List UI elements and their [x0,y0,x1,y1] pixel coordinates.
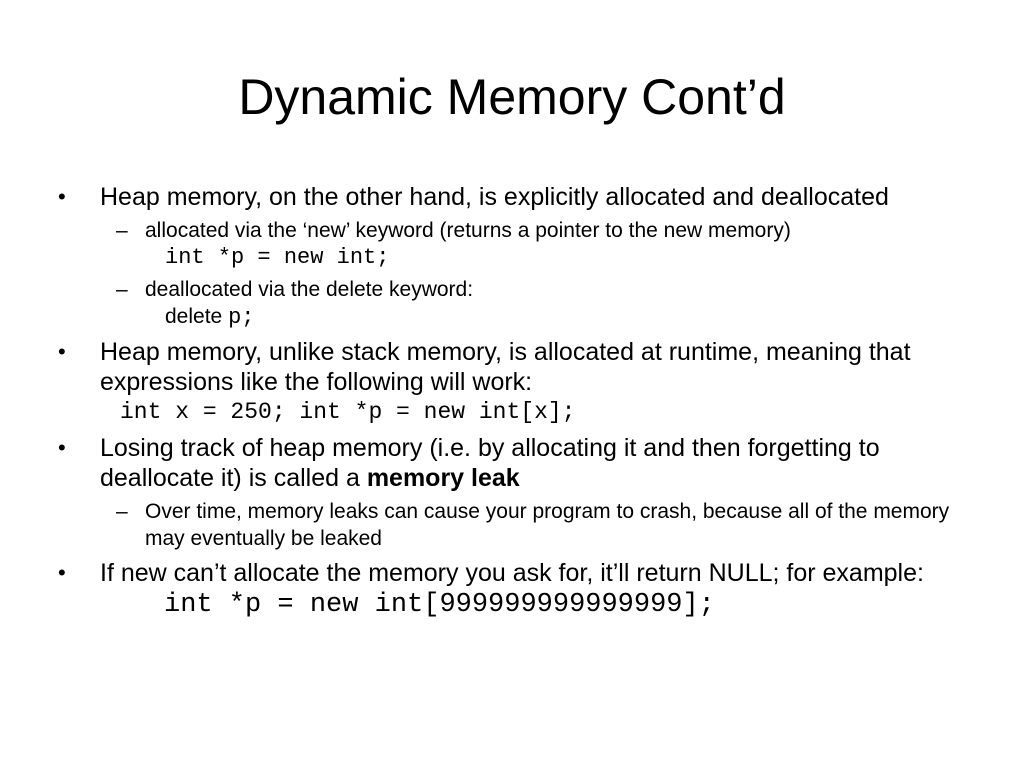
bullet-icon: • [58,435,66,460]
bullet-text: If new can’t allocate the memory you ask… [100,559,924,587]
bullet-item: • Heap memory, on the other hand, is exp… [56,182,976,212]
code-snippet: int x = 250; int *p = new int[x]; [120,399,576,425]
code-keyword: delete [165,305,229,328]
sub-bullet-item: – deallocated via the delete keyword: de… [56,276,976,331]
bullet-item: • If new can’t allocate the memory you a… [56,558,976,622]
code-snippet: int *p = new int[999999999999999]; [164,590,715,620]
code-snippet: int *p = new int; [165,245,390,270]
sub-bullet-item: – Over time, memory leaks can cause your… [56,498,976,552]
bullet-icon: • [58,184,66,209]
dash-icon: – [116,219,128,242]
code-variable: p; [228,305,255,330]
sub-bullet-text: allocated via the ‘new’ keyword (returns… [145,219,791,242]
bold-term: memory leak [366,464,520,492]
dash-icon: – [116,278,128,301]
bullet-item: • Heap memory, unlike stack memory, is a… [56,337,976,427]
bullet-text: Heap memory, on the other hand, is expli… [100,183,889,211]
sub-bullet-text: Over time, memory leaks can cause your p… [145,500,950,550]
sub-bullet-text: deallocated via the delete keyword: [145,278,474,301]
bullet-icon: • [58,560,66,585]
sub-bullet-item: – allocated via the ‘new’ keyword (retur… [56,217,976,271]
bullet-text: Heap memory, unlike stack memory, is all… [100,338,911,396]
slide-title: Dynamic Memory Cont’d [238,69,786,125]
code-snippet: delete p; [145,303,976,331]
bullet-text: Losing track of heap memory (i.e. by all… [100,434,880,492]
bullet-item: • Losing track of heap memory (i.e. by a… [56,433,976,493]
dash-icon: – [116,500,128,523]
bullet-icon: • [58,339,66,364]
slide-body: • Heap memory, on the other hand, is exp… [56,178,976,622]
